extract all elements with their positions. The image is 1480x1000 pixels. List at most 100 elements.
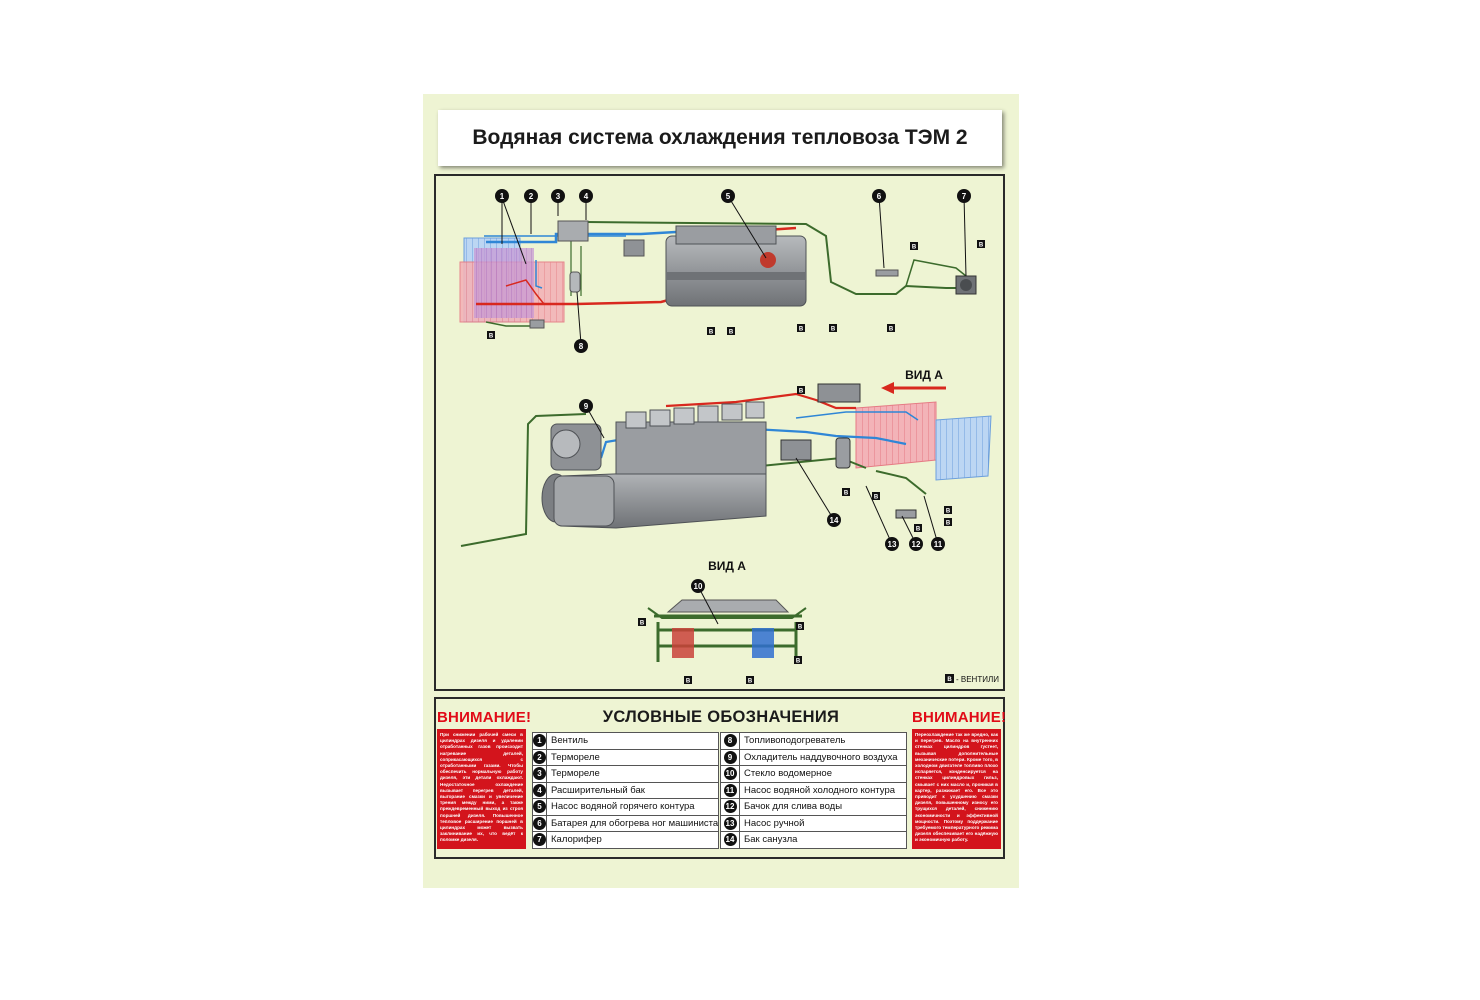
cold-pipe-return	[535, 260, 543, 289]
legend-label: Вентиль	[545, 732, 720, 750]
legend-number-badge: 4	[533, 783, 546, 797]
svg-text:- ВЕНТИЛИ: - ВЕНТИЛИ	[956, 675, 999, 684]
legend-number-badge: 6	[533, 816, 546, 830]
svg-text:В: В	[748, 679, 753, 685]
legend-number-cell: 3	[532, 765, 547, 783]
green-frame-bottom	[654, 614, 802, 662]
drain-vessel-top	[529, 319, 545, 329]
legend-number-badge: 9	[723, 750, 737, 764]
bottom-view-a: ВИД А 10 В В В В В	[638, 559, 807, 685]
svg-text:10: 10	[694, 582, 703, 591]
callout-7: 7	[957, 189, 971, 203]
legend-number-badge: 2	[533, 750, 546, 764]
callout-14: 14	[827, 513, 841, 527]
legend-number-badge: 1	[533, 734, 546, 748]
legend-label: Термореле	[545, 765, 720, 783]
small-tank	[623, 239, 645, 257]
fuel-heater	[569, 271, 581, 293]
calorifer	[955, 275, 977, 295]
callout-13: 13	[885, 537, 899, 551]
legend-number-cell: 6	[532, 814, 547, 832]
callout-12: 12	[909, 537, 923, 551]
svg-text:14: 14	[830, 516, 839, 525]
diagram-canvas: 1 2 3 4 5 6 7 8 В В В В В В В В	[459, 189, 999, 685]
svg-text:В: В	[798, 625, 803, 631]
legend-number-badge: 12	[723, 800, 737, 814]
diesel-engine-middle	[541, 401, 767, 529]
svg-text:1: 1	[500, 192, 505, 201]
svg-text:5: 5	[726, 192, 731, 201]
svg-text:13: 13	[888, 540, 897, 549]
svg-text:В: В	[979, 243, 984, 249]
drain-tank-middle	[895, 509, 917, 519]
callout-6: 6	[872, 189, 886, 203]
callout-leader-10	[697, 585, 719, 625]
legend-number-cell: 13	[720, 814, 740, 832]
green-pipe-top-2	[905, 259, 972, 287]
blue-section-bottom	[752, 628, 774, 658]
hot-pipe-middle	[665, 392, 856, 410]
legend-number-badge: 7	[533, 833, 546, 847]
foot-heater-battery	[875, 269, 899, 277]
valve-markers-top: В В В В В В В В	[487, 240, 985, 340]
callout-3: 3	[551, 189, 565, 203]
svg-text:7: 7	[962, 192, 967, 201]
green-pipe-bottom	[485, 321, 536, 327]
title-plate: Водяная система охлаждения тепловоза ТЭМ…	[438, 110, 1002, 166]
legend-label: Бачок для слива воды	[739, 798, 907, 816]
callout-9: 9	[579, 399, 593, 413]
svg-text:11: 11	[934, 540, 943, 549]
red-section-bottom	[672, 628, 694, 658]
svg-text:9: 9	[584, 402, 589, 411]
view-a-arrow: ВИД А	[881, 368, 946, 394]
svg-text:В: В	[709, 330, 714, 336]
legend-number-badge: 11	[723, 783, 737, 797]
aux-tank-middle	[835, 437, 851, 469]
warning-right-title: ВНИМАНИЕ!	[912, 709, 1007, 726]
legend-number-cell: 4	[532, 781, 547, 799]
legend-number-cell: 12	[720, 798, 740, 816]
svg-text:В: В	[796, 659, 801, 665]
top-cooler-bottom	[666, 599, 790, 613]
callout-8: 8	[574, 339, 588, 353]
legend-number-cell: 14	[720, 831, 740, 849]
charge-air-cooler	[817, 383, 861, 403]
valve-markers-middle: В В В В В В	[797, 386, 952, 533]
svg-text:В: В	[946, 521, 951, 527]
legend-label: Батарея для обогрева ног машиниста	[545, 814, 720, 832]
svg-text:В: В	[947, 677, 952, 683]
valve-markers-bottom: В В В В В	[638, 618, 804, 685]
legend-number-badge: 14	[723, 833, 737, 847]
legend-number-badge: 10	[723, 767, 737, 781]
top-schematic: 1 2 3 4 5 6 7 8 В В В В В В В В	[459, 189, 985, 353]
legend-number-cell: 10	[720, 765, 740, 783]
middle-view: ВИД А	[460, 368, 992, 551]
svg-text:В: В	[912, 245, 917, 251]
legend-number-cell: 11	[720, 781, 740, 799]
callout-5: 5	[721, 189, 735, 203]
legend-number-cell: 8	[720, 732, 740, 750]
callout-1: 1	[495, 189, 509, 203]
callout-4: 4	[579, 189, 593, 203]
svg-text:3: 3	[556, 192, 561, 201]
mixed-radiator-top	[474, 248, 534, 318]
svg-text:В: В	[640, 621, 645, 627]
callout-2: 2	[524, 189, 538, 203]
legend-title: УСЛОВНЫЕ ОБОЗНАЧЕНИЯ	[602, 708, 840, 726]
svg-text:В: В	[916, 527, 921, 533]
svg-text:В: В	[489, 334, 494, 340]
legend-label: Насос водяной горячего контура	[545, 798, 720, 816]
svg-text:В: В	[889, 327, 894, 333]
warning-left-title: ВНИМАНИЕ!	[437, 709, 532, 726]
legend-label: Расширительный бак	[545, 781, 720, 799]
